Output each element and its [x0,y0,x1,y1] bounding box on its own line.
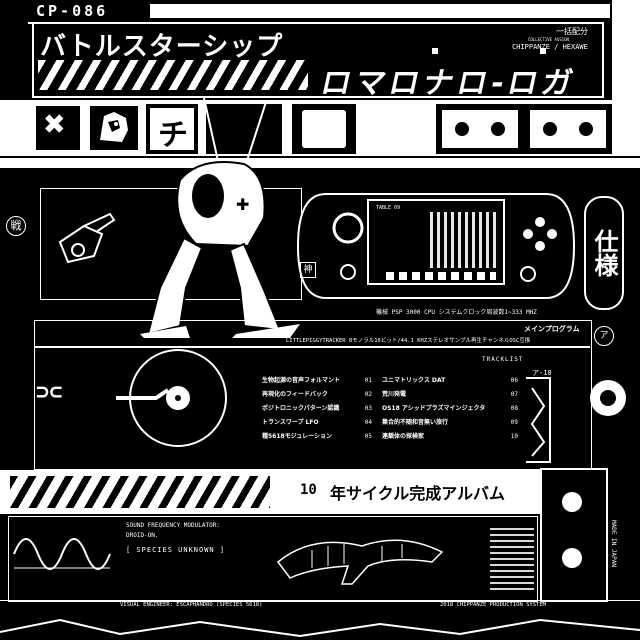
close-tile [36,106,80,150]
footer-splash [0,618,640,638]
track-number: 05 [364,433,372,440]
side-kanji-right: 仕様 [584,196,624,310]
track-list-left: 生物起源の音声フォルマント 01 再現化のフィードバック 02 ポジトロニックパ… [262,374,372,444]
mid-white-strip [0,158,640,168]
footer-left: VISUAL ENGINEER: ESCAPHANDRO (SPECIES 56… [120,602,263,608]
cassette-side-hub-2 [562,548,582,568]
cassette-side-hub-1 [562,492,582,512]
footer-rule [0,600,640,601]
tracklist-heading: TRACKLIST [482,356,524,363]
spec-line: 機械 PSP 3000 CPU システムクロック周波数1~333 MHZ [376,309,537,316]
track-row[interactable]: ポジトロニックパターン認識 03 [262,402,372,416]
track-title: 生物起源の音声フォルマント [262,377,341,384]
album-number: 10 [300,482,317,498]
modulator-line-1: SOUND FREQUENCY MODULATOR: [126,522,220,529]
track-title: 連鎖体の探検家 [382,433,425,440]
track-row[interactable]: 荒川発電 07 [382,388,518,402]
hazard-stripes [38,60,308,90]
modulator-line-2: DROID-ON. [126,532,159,539]
side-kanji-left: 戦 [6,216,26,236]
track-row[interactable]: 連鎖体の探検家 10 [382,430,518,444]
close-icon: ✖ [44,104,66,145]
track-number: 03 [364,405,372,412]
svg-text:✚: ✚ [236,195,249,214]
chi-inner [150,108,194,150]
icon-row-black-gap [206,104,282,154]
title-logo: ロマロナロ-ロガ [317,66,580,101]
circuit-glyph: ⊃⊂ [36,380,63,405]
lion-head-icon [100,112,128,142]
track-number: 08 [510,405,518,412]
psp-screen-keys [386,272,496,280]
track-title: 種5618モジュレーション [262,433,333,440]
dinosaur-skeleton-icon [276,539,444,585]
waveform-icon [13,538,111,570]
track-number: 06 [510,377,518,384]
program-heading: メインプログラム [524,325,580,333]
program-divider [34,346,590,348]
tracklist-tag: ア-10 [532,369,552,377]
track-number: 07 [510,391,518,398]
collective-label-jp: 一括配分 [556,27,588,36]
chi-glyph-icon: チ [158,118,188,153]
cassette-icon [436,104,612,154]
track-title: OS18 アシッドプラズマインジェクタ [382,405,486,412]
turret-icon [58,212,116,264]
track-title: トランスワープ LFO [262,419,319,426]
album-text: 年サイクル完成アルバム [330,484,506,503]
track-title: ユニマトリックス DAT [382,377,446,384]
track-row[interactable]: トランスワープ LFO 04 [262,416,372,430]
track-number: 02 [364,391,372,398]
track-number: 01 [364,377,372,384]
track-title: 再現化のフィードバック [262,391,328,398]
track-row[interactable]: 生物起源の音声フォルマント 01 [262,374,372,388]
data-readout [490,528,534,592]
collective-label-en: COLLECTIVE ASSIGN [528,37,569,42]
catalog-number: CP-086 [36,2,109,20]
track-list-right: ユニマトリックス DAT 06 荒川発電 07 OS18 アシッドプラズマインジ… [382,374,518,444]
track-title: 集合的不随和音無い旅行 [382,419,449,426]
blank-tile-inner [302,110,346,148]
logo-dot-1 [432,48,438,54]
artists: CHIPPANZE / HEXAWE [512,43,588,51]
cassette-side-panel [540,468,608,602]
species-label: [ SPECIES UNKNOWN ] [126,546,226,554]
side-switch-inner [600,390,616,406]
track-row[interactable]: 種5618モジュレーション 05 [262,430,372,444]
track-row[interactable]: 集合的不随和音無い旅行 09 [382,416,518,430]
track-number: 10 [510,433,518,440]
track-number: 04 [364,419,372,426]
footer-right: 2018 CHIPPANZE PRODUCTION SYSTEM [440,602,546,608]
top-white-strip [150,4,610,18]
track-row[interactable]: ユニマトリックス DAT 06 [382,374,518,388]
small-kanji: 神 [300,262,316,278]
track-row[interactable]: OS18 アシッドプラズマインジェクタ 08 [382,402,518,416]
psp-screen-label: TABLE 09 [376,205,401,211]
album-hazard [10,476,270,508]
logo-dot-2 [540,48,546,54]
track-row[interactable]: 再現化のフィードバック 02 [262,388,372,402]
tracklist-bracket [526,377,551,463]
program-description: LITTLEPIGGYTRACKER 8モノラル16ビット/44.1 KHZステ… [286,338,531,344]
track-title: ポジトロニックパターン認識 [262,405,340,412]
turntable-icon [116,349,227,447]
title-japanese: バトルスターシップ [40,32,284,62]
track-number: 09 [510,419,518,426]
track-title: 荒川発電 [382,391,407,398]
psp-screen-grid [430,212,496,268]
modulator-panel [8,516,538,602]
robot-mech-icon: ✚ [140,97,300,338]
made-in-label: MADE IN JAPAN [610,520,617,567]
side-tag: ア [594,326,614,346]
